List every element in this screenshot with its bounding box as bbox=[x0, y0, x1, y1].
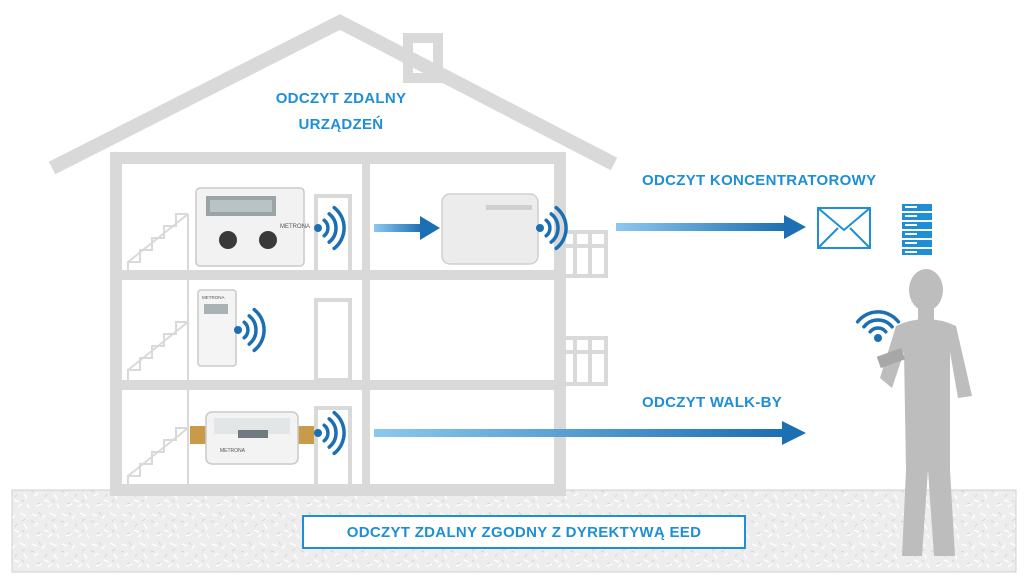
water-meter: METRONA bbox=[190, 411, 314, 465]
heat-meter: METRONA bbox=[195, 187, 310, 267]
radio-wave-icon bbox=[314, 410, 346, 456]
heat-meter-brand: METRONA bbox=[280, 224, 310, 230]
radio-wave-icon bbox=[855, 310, 901, 342]
water-meter-brand: METRONA bbox=[220, 448, 246, 454]
walkby-reading-label: ODCZYT WALK-BY bbox=[642, 394, 783, 411]
server-icon bbox=[902, 204, 932, 255]
radio-wave-icon bbox=[234, 307, 266, 353]
eed-reading-box: ODCZYT ZDALNY ZGODNY Z DYREKTYWĄ EED bbox=[302, 515, 746, 549]
door-3 bbox=[314, 406, 352, 488]
house-wall bbox=[110, 152, 566, 496]
heat-cost-allocator: METRONA bbox=[197, 289, 237, 367]
remote-reading-label: ODCZYT ZDALNY URZĄDZEŃ bbox=[262, 86, 420, 138]
eed-reading-label: ODCZYT ZDALNY ZGODNY Z DYREKTYWĄ EED bbox=[346, 523, 702, 541]
radio-wave-icon bbox=[536, 205, 568, 251]
balcony-lower bbox=[558, 336, 608, 386]
door-1 bbox=[314, 194, 352, 274]
arrow-icon bbox=[374, 421, 806, 445]
roof bbox=[48, 14, 618, 175]
remote-reading-line1: ODCZYT ZDALNY bbox=[275, 90, 407, 107]
arrow-icon bbox=[374, 216, 440, 240]
concentrator-reading-label: ODCZYT KONCENTRATOROWY bbox=[642, 172, 877, 189]
staircase bbox=[127, 213, 189, 486]
person-icon bbox=[876, 269, 972, 556]
arrow-icon bbox=[616, 215, 806, 239]
concentrator-device bbox=[441, 193, 539, 265]
balcony-upper bbox=[558, 230, 608, 278]
remote-reading-line2: URZĄDZEŃ bbox=[298, 116, 384, 133]
envelope-icon bbox=[817, 207, 871, 249]
door-2 bbox=[314, 298, 352, 382]
radio-wave-icon bbox=[314, 205, 346, 251]
allocator-brand: METRONA bbox=[202, 295, 225, 300]
